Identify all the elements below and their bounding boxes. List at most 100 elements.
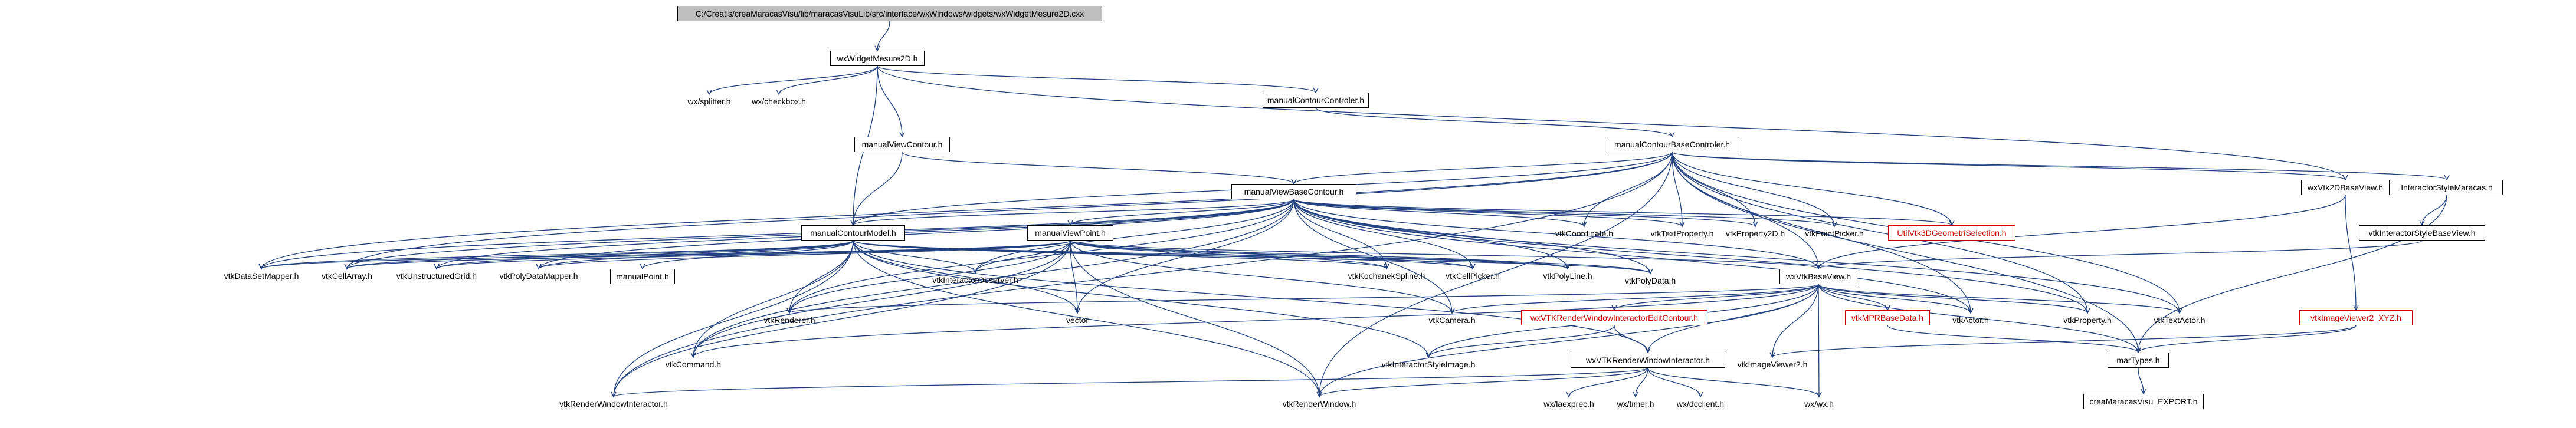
edge-wxWidgetMesure2D-h-to-wx-splitter-h: [709, 65, 878, 95]
edge-manualViewPoint-h-to-vtkPolyDataMapper-h: [538, 240, 1071, 269]
edge-manualContourModel-h-to-vtkInteractorObserver-h: [853, 240, 976, 274]
edge-manualContourBaseControler-h-to-InteractorStyleMaracas-h: [1672, 152, 2447, 180]
edge-manualContourModel-h-to-wxVTKRenderWindowInteractor-h: [853, 240, 1648, 353]
edge-InteractorStyleMaracas-h-to-vtkInteractorStyleBaseView-h: [2421, 195, 2447, 226]
edge-arrowhead: [706, 89, 712, 96]
node-wxVTKRenderWindowInteractorEditContour-h[interactable]: wxVTKRenderWindowInteractorEditContour.h: [1521, 310, 1707, 325]
node-wxVtkBaseView-h[interactable]: wxVtkBaseView.h: [1779, 269, 1857, 284]
edge-marTypes-h-to-creaMaracasVisu_EXPORT-h: [2138, 367, 2144, 394]
node-manualContourControler-h[interactable]: manualContourControler.h: [1263, 93, 1369, 108]
edge-manualViewPoint-h-to-vtkInteractorObserver-h: [975, 240, 1071, 274]
node-vtkProperty-h: vtkProperty.h: [2063, 315, 2112, 325]
edge-manualViewBaseContour-h-to-vtkKochanekSpline-h: [1293, 199, 1387, 269]
edge-arrowhead: [1313, 87, 1319, 94]
node-manualViewContour-h[interactable]: manualViewContour.h: [854, 137, 950, 152]
edge-manualViewContour-h-to-manualViewBaseContour-h: [902, 152, 1294, 185]
node-InteractorStyleMaracas-h[interactable]: InteractorStyleMaracas.h: [2391, 180, 2503, 195]
edge-manualContourBaseControler-h-to-vtkDataSetMapper-h: [261, 152, 1673, 269]
edge-manualViewPoint-h-to-vtkPolyData-h: [1070, 240, 1651, 274]
edge-arrowhead: [1425, 352, 1431, 358]
node-vtkDataSetMapper-h: vtkDataSetMapper.h: [224, 271, 299, 281]
edge-arrowhead: [1679, 221, 1685, 228]
edge-wxWidgetMesure2D-h-to-manualViewContour-h: [877, 65, 903, 137]
edge-manualContourModel-h-to-vtkRenderWindow-h: [853, 240, 1320, 397]
edge-wxVTKRenderWindowInteractorEditContour-h-to-vtkInteractorStyleImage-h: [1428, 325, 1615, 358]
edge-manualViewBaseContour-h-to-vtkTextActor-h: [1293, 199, 2180, 314]
node-vtkRenderWindow-h: vtkRenderWindow.h: [1282, 399, 1356, 409]
node-wx-timer-h: wx/timer.h: [1617, 399, 1654, 409]
node-vtkInteractorStyleBaseView-h[interactable]: vtkInteractorStyleBaseView.h: [2359, 225, 2485, 241]
node-wx-checkbox-h: wx/checkbox.h: [752, 97, 806, 106]
edge-arrowhead: [1470, 264, 1476, 270]
edge-wxVtkBaseView-h-to-vtkProperty-h: [1818, 284, 2088, 314]
edge-manualContourBaseControler-h-to-marTypes-h: [1672, 152, 2139, 353]
node-creaMaracasVisu_EXPORT-h[interactable]: creaMaracasVisu_EXPORT.h: [2083, 394, 2204, 409]
edge-arrowhead: [1968, 308, 1974, 314]
node-manualContourBaseControler-h[interactable]: manualContourBaseControler.h: [1605, 137, 1739, 152]
edge-manualContourModel-h-to-vtkCommand-h: [693, 240, 854, 358]
edge-manualViewPoint-h-to-vtkPolyLine-h: [1070, 240, 1568, 269]
node-vtkInteractorStyleImage-h: vtkInteractorStyleImage.h: [1381, 360, 1476, 369]
edge-wxVTKRenderWindowInteractor-h-to-vtkRenderWindowInteractor-h: [613, 367, 1648, 397]
node-wx-splitter-h: wx/splitter.h: [687, 97, 731, 106]
edge-manualContourModel-h-to-vtkPolyData-h: [853, 240, 1651, 274]
edge-arrowhead: [258, 264, 264, 270]
node-manualViewBaseContour-h[interactable]: manualViewBaseContour.h: [1231, 184, 1356, 199]
edge-manualContourControler-h-to-manualContourBaseControler-h: [1315, 107, 1673, 137]
node-vtkPolyLine-h: vtkPolyLine.h: [1543, 271, 1592, 281]
edge-arrowhead: [1816, 391, 1822, 398]
edge-arrowhead: [1669, 131, 1675, 138]
node-manualViewPoint-h[interactable]: manualViewPoint.h: [1027, 225, 1113, 241]
edge-arrowhead: [786, 308, 792, 314]
edge-manualViewBaseContour-h-to-vtkProperty2D-h: [1293, 199, 1756, 227]
edge-wxVtkBaseView-h-to-vtkActor-h: [1818, 284, 1971, 314]
node-UtilVtk3DGeometriSelection-h[interactable]: UtilVtk3DGeometriSelection.h: [1888, 225, 2015, 241]
edge-manualContourModel-h-to-vtkCellArray-h: [346, 240, 854, 269]
edge-manualViewPoint-h-to-vtkCamera-h: [1070, 240, 1453, 314]
edge-wxVTKRenderWindowInteractor-h-to-wx-timer-h: [1635, 367, 1648, 397]
edge-arrowhead: [1581, 221, 1587, 228]
edge-arrowhead: [1565, 264, 1571, 270]
edge-arrowhead: [2085, 308, 2090, 314]
node-vtkRenderWindowInteractor-h: vtkRenderWindowInteractor.h: [559, 399, 668, 409]
edge-manualViewBaseContour-h-to-manualViewPoint-h: [1070, 199, 1294, 226]
node-vtkImageViewer2-h: vtkImageViewer2.h: [1737, 360, 1808, 369]
node-vtkProperty2D-h: vtkProperty2D.h: [1725, 229, 1785, 238]
edge-manualContourModel-h-to-vtkDataSetMapper-h: [261, 240, 854, 269]
edge-vtkMPRBaseData-h-to-marTypes-h: [1887, 325, 2139, 353]
edge-manualContourModel-h-to-vtkRenderWindowInteractor-h: [613, 240, 854, 397]
node-vtkPolyDataMapper-h: vtkPolyDataMapper.h: [499, 271, 578, 281]
node-vtkCommand-h: vtkCommand.h: [665, 360, 722, 369]
edge-arrowhead: [1949, 220, 1955, 226]
node-manualContourModel-h[interactable]: manualContourModel.h: [801, 225, 905, 241]
node-wxVtk2DBaseView-h[interactable]: wxVtk2DBaseView.h: [2301, 180, 2390, 195]
node-wxWidgetMesure2D-h[interactable]: wxWidgetMesure2D.h: [830, 51, 925, 66]
node-marTypes-h[interactable]: marTypes.h: [2108, 353, 2169, 368]
edge-arrowhead: [2444, 175, 2450, 181]
node-wxVTKRenderWindowInteractor-h[interactable]: wxVTKRenderWindowInteractor.h: [1571, 353, 1725, 368]
edge-arrowhead: [1647, 268, 1653, 275]
edge-manualViewPoint-h-to-vtkRenderWindow-h: [1070, 240, 1320, 397]
node-vtkImageViewer2_XYZ-h[interactable]: vtkImageViewer2_XYZ.h: [2299, 310, 2413, 325]
edge-manualContourBaseControler-h-to-vtkCellArray-h: [346, 152, 1673, 269]
edge-arrowhead: [1697, 391, 1703, 398]
node-vtkTextProperty-h: vtkTextProperty.h: [1650, 229, 1714, 238]
edge-manualContourBaseControler-h-to-UtilVtk3DGeometriSelection-h: [1672, 152, 1952, 226]
edge-root-file-to-wxWidgetMesure2D-h: [877, 21, 890, 51]
edge-arrowhead: [344, 264, 350, 270]
edge-arrowhead: [1291, 179, 1297, 185]
node-vtkMPRBaseData-h[interactable]: vtkMPRBaseData.h: [1845, 310, 1930, 325]
edge-manualViewPoint-h-to-vtkCommand-h: [693, 240, 1071, 358]
edge-wxVtk2DBaseView-h-to-wxVtkBaseView-h: [1818, 195, 2346, 269]
edge-wxVTKRenderWindowInteractorEditContour-h-to-wxVTKRenderWindowInteractor-h: [1614, 325, 1648, 353]
edge-manualContourBaseControler-h-to-wxVtk2DBaseView-h: [1672, 152, 2346, 180]
node-vtkTextActor-h: vtkTextActor.h: [2154, 315, 2205, 325]
edge-manualContourBaseControler-h-to-vtkRenderWindow-h: [1319, 152, 1673, 397]
node-vtkPolyData-h: vtkPolyData.h: [1624, 276, 1676, 285]
node-manualPoint-h[interactable]: manualPoint.h: [610, 269, 675, 284]
node-vtkCellPicker-h: vtkCellPicker.h: [1446, 271, 1500, 281]
edge-manualViewBaseContour-h-to-vtkActor-h: [1293, 199, 1971, 314]
node-root-file: C:/Creatis/creaMaracasVisu/lib/maracasVi…: [677, 6, 1102, 21]
